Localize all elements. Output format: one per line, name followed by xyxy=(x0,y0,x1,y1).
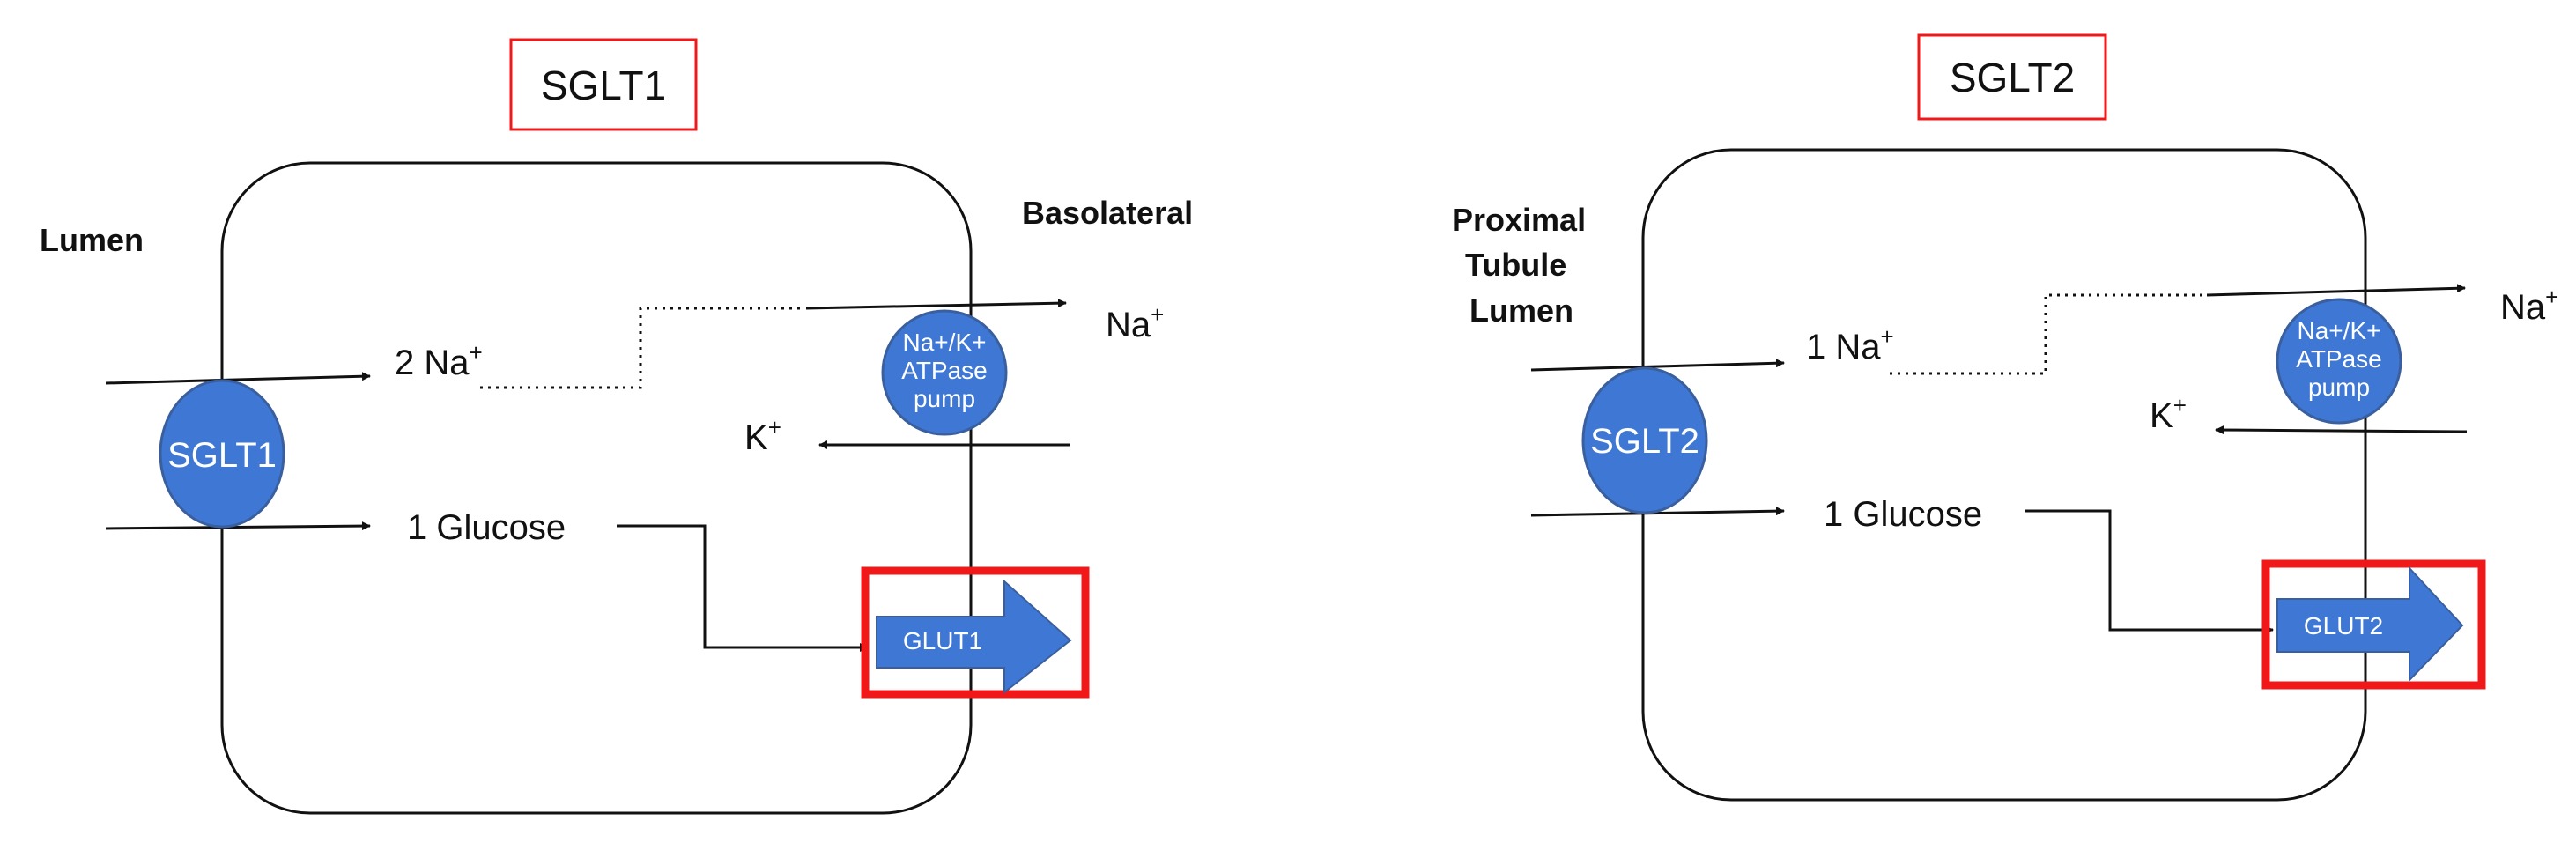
lumen-label: Lumen xyxy=(40,222,144,258)
cell-outline xyxy=(220,161,973,815)
pump-label-line-1: Na+/K+ xyxy=(2298,317,2381,344)
glut1-transporter-arrow xyxy=(876,579,1072,695)
k-influx-arrow xyxy=(2215,425,2468,435)
na-influx-arrow xyxy=(105,372,371,385)
glucose-path xyxy=(617,524,869,652)
glut-label: GLUT1 xyxy=(903,627,982,654)
lumen-label-line-1: Proximal xyxy=(1452,202,1586,238)
pump-label-line-3: pump xyxy=(914,385,975,412)
cotransporter-label: SGLT2 xyxy=(1590,422,1699,461)
na-out-label: Na+ xyxy=(2500,284,2558,327)
na-efflux-arrow xyxy=(805,299,1067,310)
k-in-label: K+ xyxy=(744,414,781,457)
cell-outline xyxy=(1641,148,2367,802)
glut-highlight-box xyxy=(2261,559,2486,690)
cotransporter-label: SGLT1 xyxy=(167,436,277,475)
glut-label: GLUT2 xyxy=(2304,612,2383,640)
glut2-transporter-arrow xyxy=(2276,566,2464,683)
panel-sglt1: SGLT1 Lumen Basolateral 2 Na+ 1 Glucose … xyxy=(40,38,1193,815)
na-dotted-path xyxy=(1890,293,2202,375)
glucose-influx-arrow xyxy=(1530,507,1785,517)
sglt1-cotransporter xyxy=(159,379,285,529)
glucose-label: 1 Glucose xyxy=(1824,495,1982,534)
title-box xyxy=(1917,33,2107,121)
glut-highlight-box xyxy=(861,566,1090,699)
glucose-label: 1 Glucose xyxy=(407,508,566,547)
na-efflux-arrow xyxy=(2206,284,2466,297)
na-k-atpase-pump xyxy=(2276,298,2402,425)
title-box xyxy=(509,38,698,131)
na-k-atpase-pump xyxy=(881,309,1008,436)
glucose-influx-arrow xyxy=(105,521,371,531)
panel-title: SGLT2 xyxy=(1950,55,2075,100)
glucose-path xyxy=(2025,509,2274,634)
lumen-label-line-2: Tubule xyxy=(1465,247,1566,283)
pump-label-line-3: pump xyxy=(2308,373,2370,401)
sglt2-cotransporter xyxy=(1581,366,1708,514)
k-in-label: K+ xyxy=(2150,392,2187,435)
na-in-label: 2 Na+ xyxy=(395,339,483,382)
na-out-label: Na+ xyxy=(1106,301,1164,344)
na-influx-arrow xyxy=(1530,359,1785,372)
na-in-label: 1 Na+ xyxy=(1806,323,1894,366)
panel-title: SGLT1 xyxy=(541,63,666,108)
pump-label-line-2: ATPase xyxy=(901,357,988,384)
pump-label-line-2: ATPase xyxy=(2296,345,2382,373)
basolateral-label: Basolateral xyxy=(1022,195,1193,231)
na-dotted-path xyxy=(480,307,802,389)
lumen-label-line-3: Lumen xyxy=(1469,292,1573,329)
panel-sglt2: SGLT2 Proximal Tubule Lumen 1 Na+ 1 Gluc… xyxy=(1452,33,2558,802)
pump-label-line-1: Na+/K+ xyxy=(903,329,987,356)
